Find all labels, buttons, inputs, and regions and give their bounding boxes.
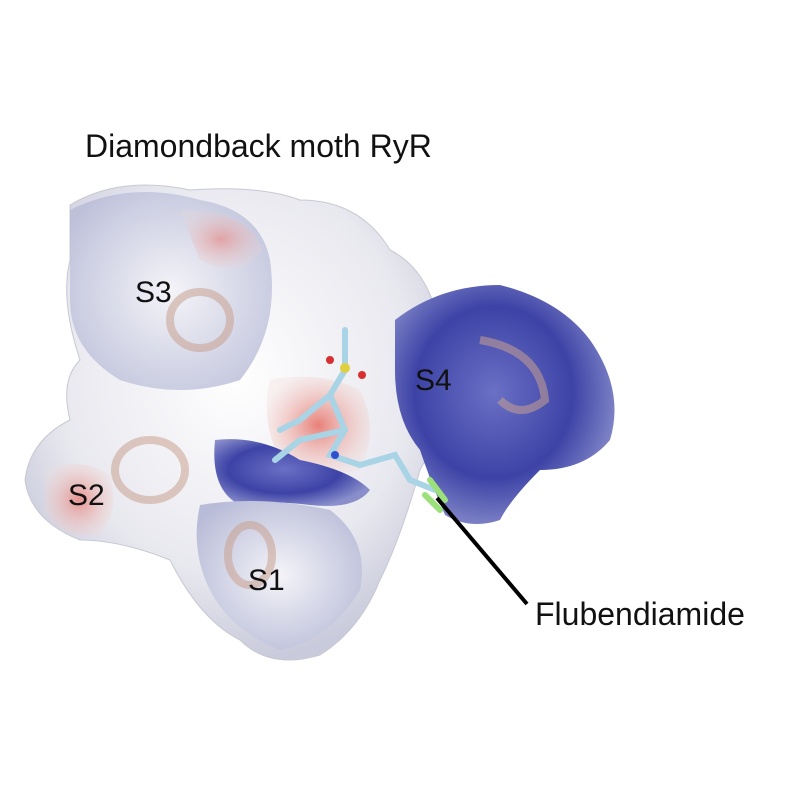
helix-s1	[224, 521, 276, 589]
surface-s1-lower	[196, 501, 362, 650]
helix-s3	[166, 288, 234, 352]
protein-surface	[24, 184, 615, 661]
label-s3: S3	[135, 276, 172, 309]
surface-s1-domain	[214, 439, 370, 506]
surface-negative-s3	[180, 210, 262, 268]
label-flubendiamide: Flubendiamide	[535, 596, 745, 632]
label-s4: S4	[415, 364, 452, 397]
label-s2: S2	[68, 479, 105, 512]
helix-s2	[111, 436, 189, 504]
surface-negative-s2	[45, 463, 114, 536]
label-s1: S1	[248, 564, 285, 597]
helix-s4	[479, 336, 550, 414]
ligand-pointer-line	[435, 496, 529, 606]
figure-title: Diamondback moth RyR	[85, 128, 432, 164]
flubendiamide-ligand	[272, 327, 448, 513]
helix-ribbons	[111, 288, 550, 589]
